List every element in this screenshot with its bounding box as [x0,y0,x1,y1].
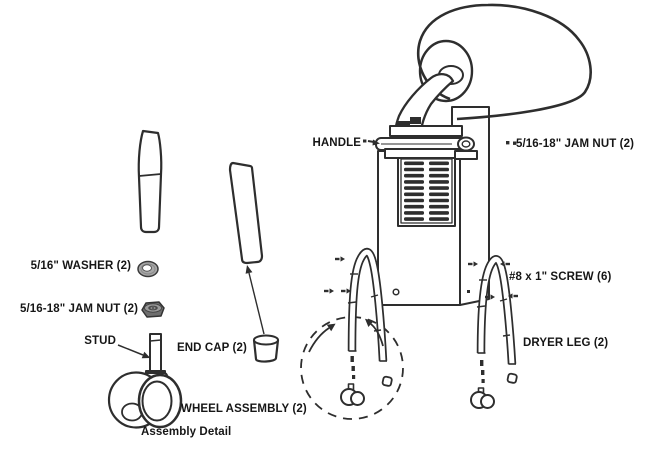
leg-end-cap [381,375,393,387]
hose-clip [410,117,421,124]
wheel-assembly-illustration [107,333,183,429]
leg-sleeve-part-1 [137,129,163,234]
bonnet-opening [418,39,474,103]
screw-hole [392,288,400,296]
end-cap-label: END CAP (2) [177,342,247,354]
end-cap-illustration [252,334,280,363]
dryer-body-illustration [375,106,490,306]
bonnet-hood-illustration [394,3,592,135]
callout-arrows [308,318,384,353]
detail-callout-circle [300,316,404,420]
hose-clip [397,121,410,128]
jam-nut-left-label: 5/16-18" JAM NUT (2) [19,303,138,315]
handle-leader [363,139,380,146]
dryer-leg-left-illustration [340,247,393,406]
washer-label: 5/16" WASHER (2) [30,260,131,272]
washer-icon [137,260,159,278]
handle-label: HANDLE [312,137,361,149]
dryer-hose [394,73,455,135]
side-panel-edge [459,140,490,306]
dryer-leg-label: DRYER LEG (2) [523,337,609,349]
stud-leader [117,344,151,359]
leg-sleeve-part-2 [228,161,264,265]
wheel-assembly-label: WHEEL ASSEMBLY (2) [181,403,307,415]
top-plate [389,125,463,137]
back-panel [451,106,490,140]
stud-label: STUD [84,335,116,347]
base-plate [384,148,461,159]
jam-nut-icon [141,301,165,318]
dryer-leg-right-illustration [470,255,518,409]
assembly-detail-caption: Assembly Detail [141,426,232,438]
screw-markers [324,256,518,300]
leg-stud-dashes [480,360,485,383]
jam-nut-right-label: 5/16-18" JAM NUT (2) [516,138,635,150]
jam-nut-leader-dots [506,141,517,145]
leg-stud-dashes [350,356,356,379]
screw-label: #8 x 1" SCREW (6) [509,271,612,283]
end-cap-arrow [245,265,265,335]
leg-end-cap [506,372,518,384]
vent-slats [404,161,449,221]
